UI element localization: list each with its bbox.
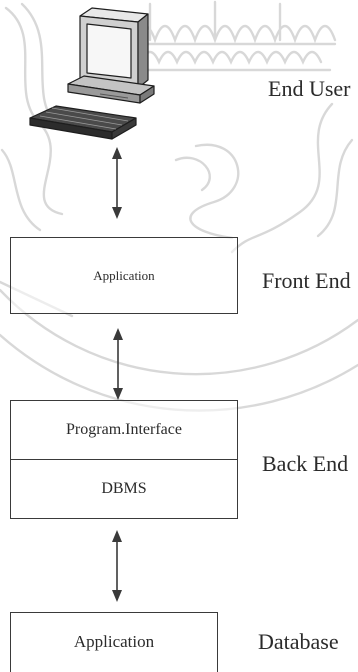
database-application-box: Application	[10, 612, 218, 672]
end-user-label: End User	[268, 76, 351, 101]
front-end-application-label: Application	[93, 267, 155, 283]
dbms-section: DBMS	[101, 480, 147, 497]
back-end-label: Back End	[262, 451, 349, 476]
database-application-label: Application	[73, 631, 155, 651]
program-interface-section: Program.Interface	[11, 401, 237, 460]
front-end-application-box: Application	[10, 237, 238, 314]
desktop-computer-icon	[29, 7, 155, 140]
database-label: Database	[258, 629, 339, 654]
front-end-label: Front End	[262, 268, 351, 293]
double-arrow-icon	[112, 147, 122, 219]
back-end-box: Program.Interface DBMS	[10, 400, 238, 519]
double-arrow-icon	[112, 530, 122, 602]
double-arrow-icon	[113, 328, 123, 400]
